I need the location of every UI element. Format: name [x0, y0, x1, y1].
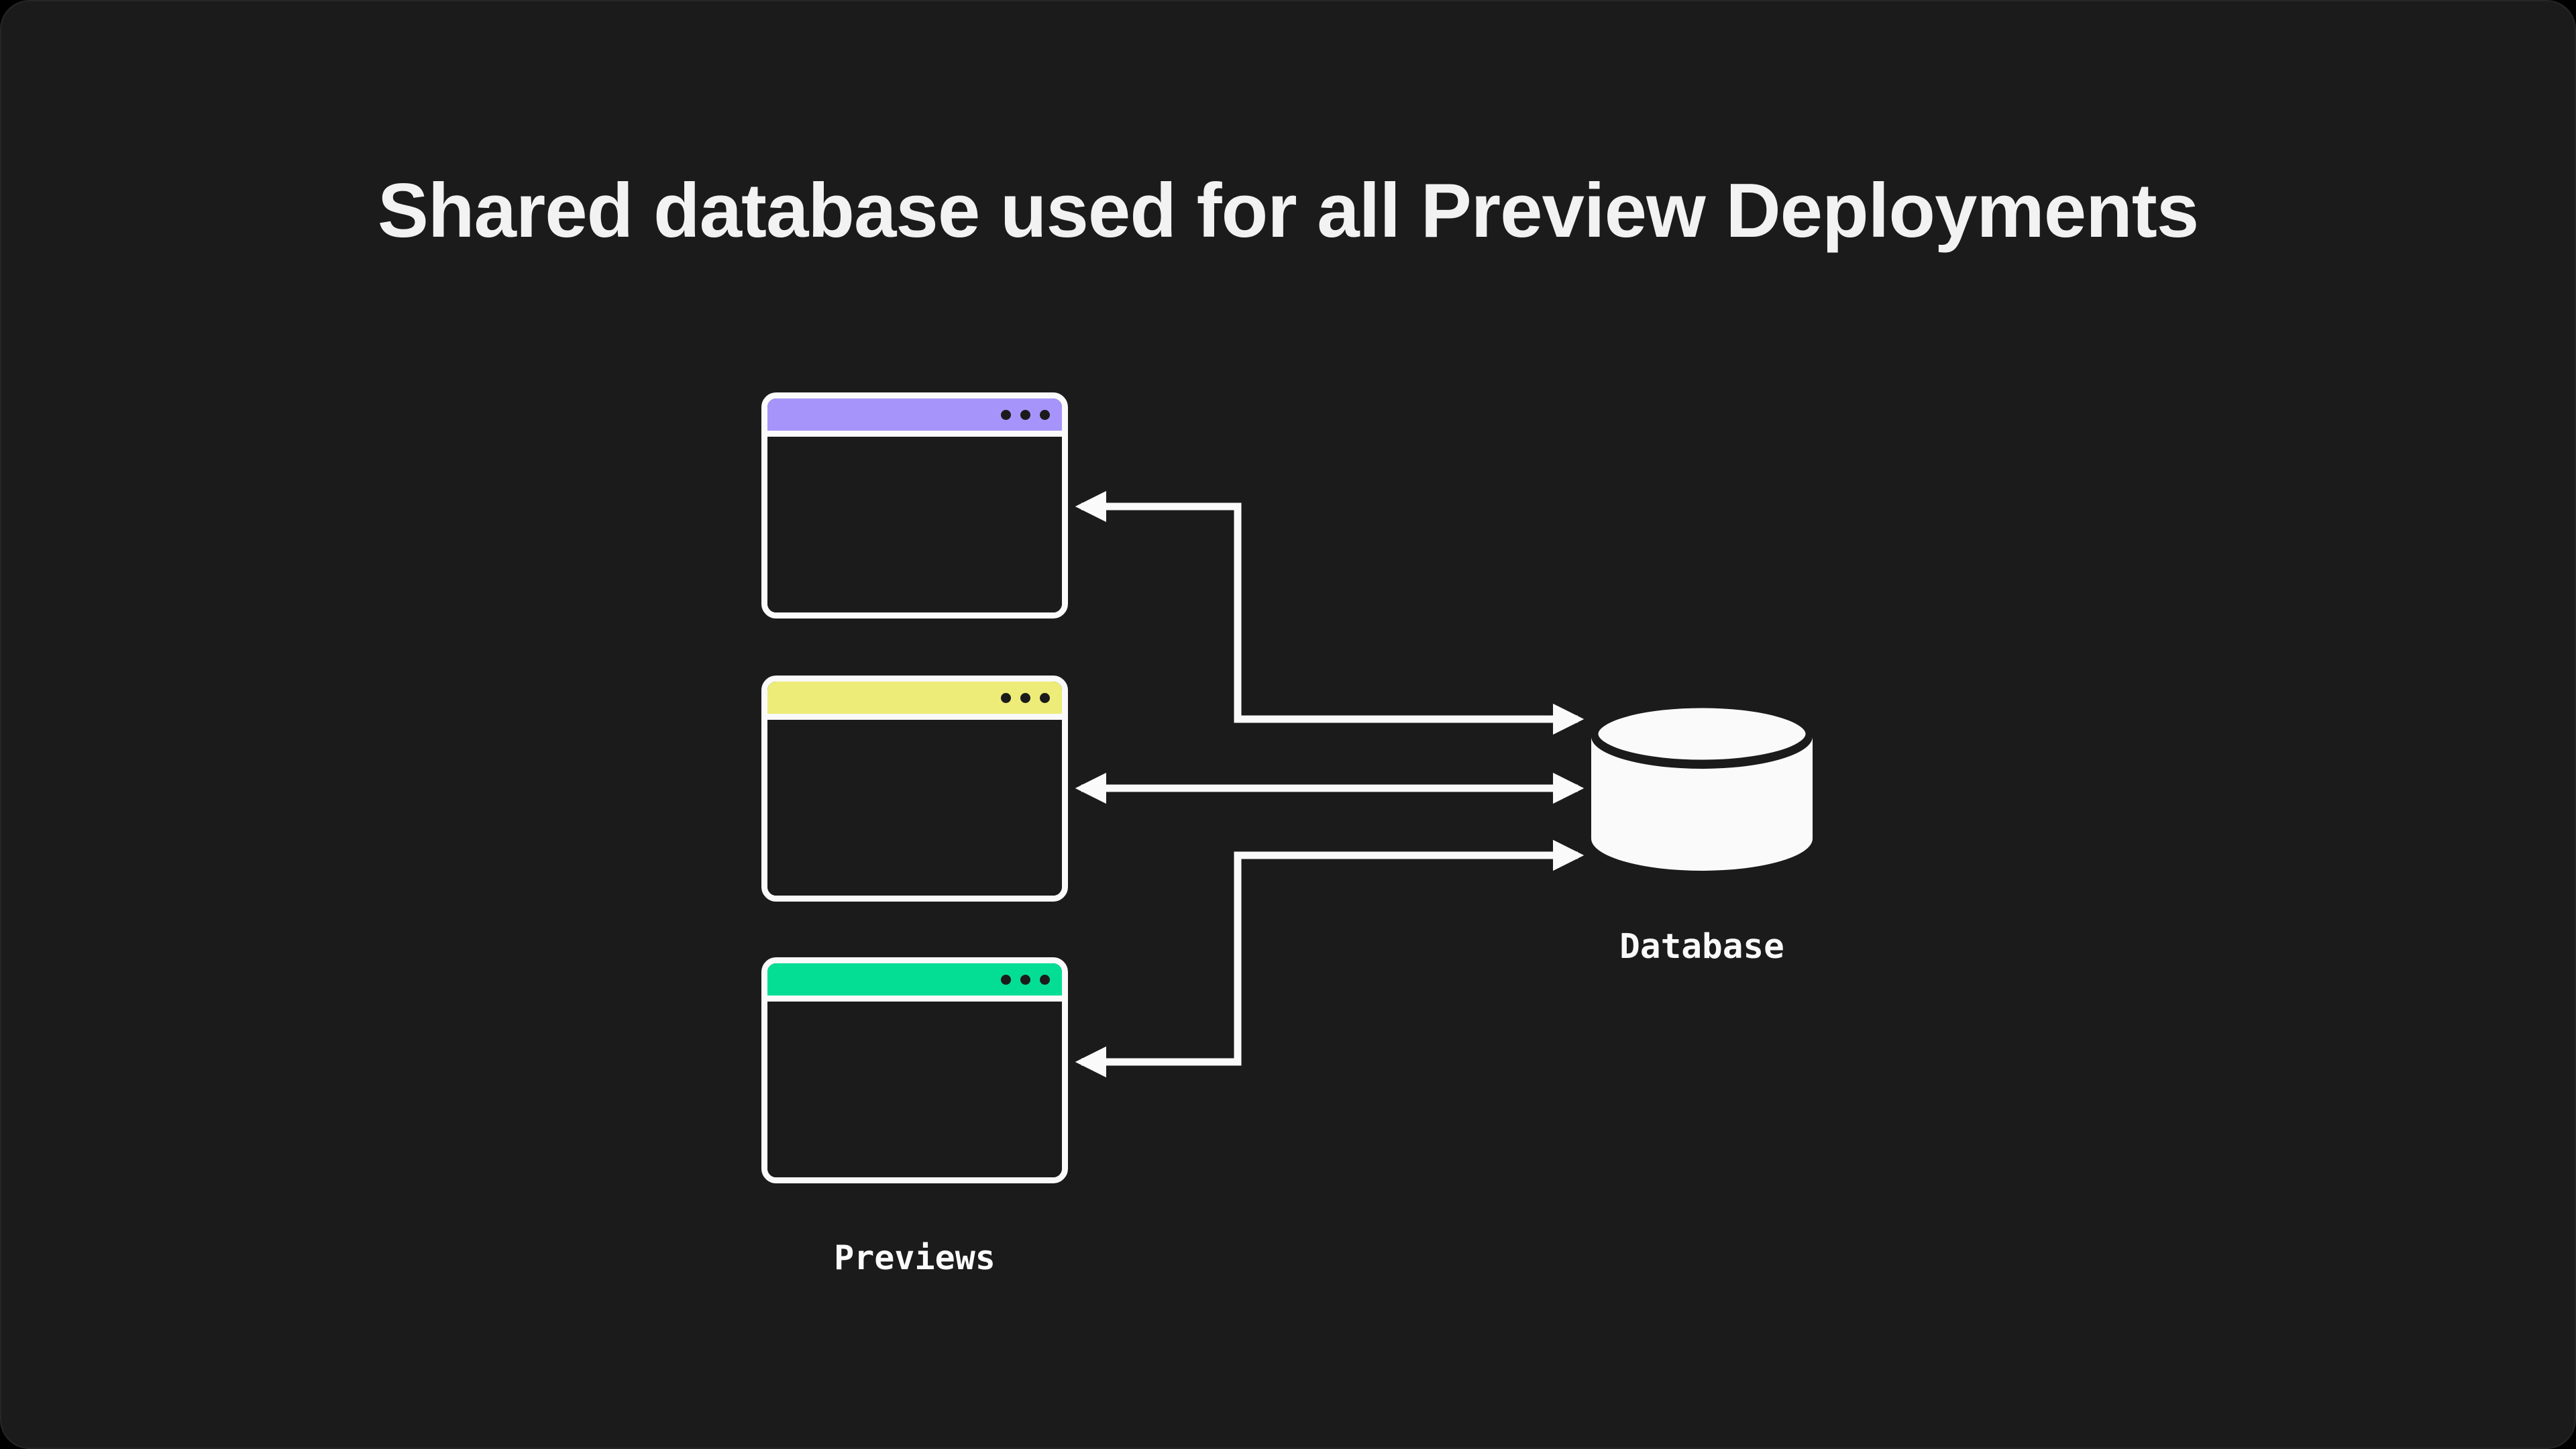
window-titlebar-purple [767, 398, 1062, 437]
database-label: Database [1619, 927, 1784, 967]
diagram-title: Shared database used for all Preview Dep… [377, 168, 2199, 254]
window-dot-icon [1020, 974, 1030, 985]
window-titlebar-yellow [767, 682, 1062, 720]
window-dot-icon [1001, 692, 1011, 703]
connector-preview3-database [1075, 839, 1585, 1078]
window-titlebar-green [767, 963, 1062, 1002]
window-dot-icon [1040, 974, 1050, 985]
preview-window-2 [761, 676, 1068, 902]
preview-window-1 [761, 392, 1068, 619]
connector-preview1-database [1075, 490, 1585, 735]
previews-label: Previews [834, 1238, 996, 1277]
database-cylinder-top [1591, 700, 1813, 767]
window-dot-icon [1020, 692, 1030, 703]
database-cylinder-body [1591, 737, 1813, 871]
window-body [767, 1002, 1062, 1177]
window-dot-icon [1001, 974, 1011, 985]
window-dot-icon [1040, 692, 1050, 703]
window-dot-icon [1040, 409, 1050, 420]
window-body [767, 437, 1062, 612]
window-dot-icon [1020, 409, 1030, 420]
database-cylinder-icon [1591, 700, 1813, 871]
window-dot-icon [1001, 409, 1011, 420]
preview-window-3 [761, 957, 1068, 1183]
window-body [767, 720, 1062, 896]
